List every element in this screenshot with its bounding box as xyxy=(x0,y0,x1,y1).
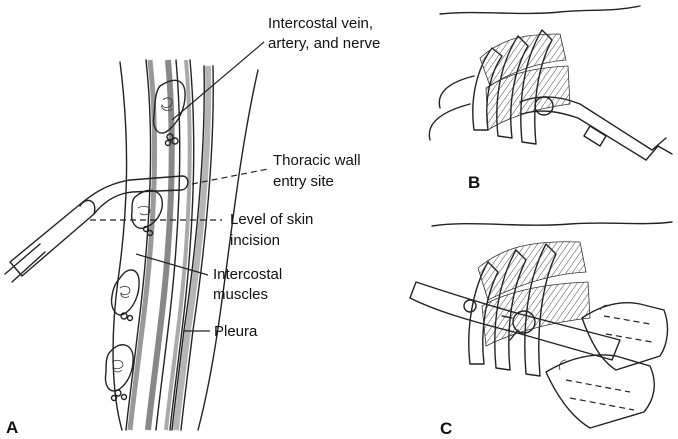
panel-label-a: A xyxy=(6,418,18,437)
label-pleura: Pleura xyxy=(214,323,258,340)
label-entry-site-line2: entry site xyxy=(273,173,334,190)
rib-cross-section xyxy=(106,345,134,401)
label-intercostal-bundle-line2: artery, and nerve xyxy=(268,35,380,52)
chest-tube xyxy=(5,176,188,282)
panel-label-b: B xyxy=(468,173,480,192)
label-intercostal-bundle-line1: Intercostal vein, xyxy=(268,15,373,32)
rib-cross-section xyxy=(132,190,163,235)
label-skin-incision-line2: incision xyxy=(230,232,280,249)
panel-c-illustration: C xyxy=(410,222,672,438)
label-muscles-line2: muscles xyxy=(213,286,268,303)
label-muscles-line1: Intercostal xyxy=(213,266,282,283)
label-entry-site-line1: Thoracic wall xyxy=(273,152,361,169)
label-skin-incision-line1: Level of skin xyxy=(230,211,313,228)
panel-label-c: C xyxy=(440,419,452,438)
panel-a-illustration: Intercostal vein, artery, and nerve Thor… xyxy=(5,15,380,437)
panel-b-illustration: B xyxy=(429,6,672,192)
